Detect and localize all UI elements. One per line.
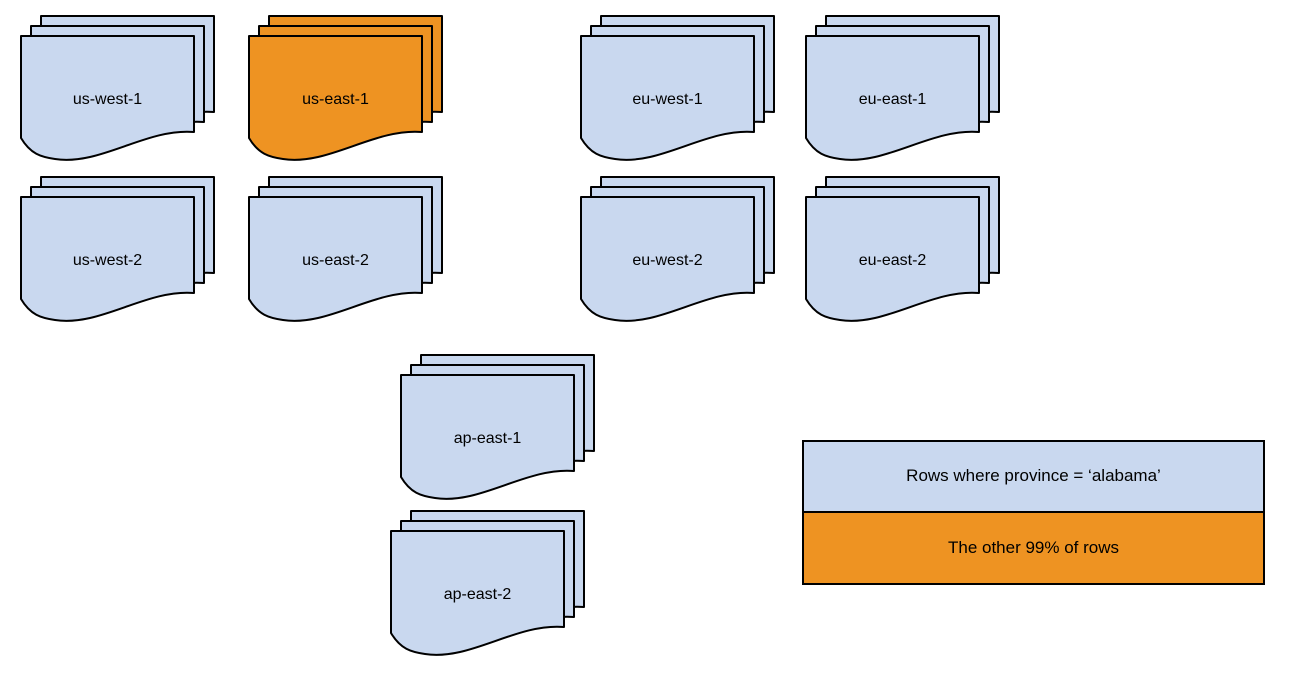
document-front-sheet [400,374,575,500]
document-stack-ap-east-2[interactable]: ap-east-2 [390,510,589,665]
legend-label-other: The other 99% of rows [947,537,1120,557]
document-front-sheet [390,530,565,656]
document-stack-us-east-2[interactable]: us-east-2 [248,176,447,331]
document-front-sheet [580,35,755,161]
document-stack-ap-east-1[interactable]: ap-east-1 [400,354,599,509]
document-stack-eu-east-1[interactable]: eu-east-1 [805,15,1004,170]
legend: Rows where province = ‘alabama’ The othe… [802,440,1265,585]
legend-row-other: The other 99% of rows [804,512,1263,583]
document-stack-us-west-1[interactable]: us-west-1 [20,15,219,170]
document-front-sheet [20,196,195,322]
legend-label-alabama: Rows where province = ‘alabama’ [906,466,1161,486]
document-stack-us-east-1[interactable]: us-east-1 [248,15,447,170]
legend-row-alabama: Rows where province = ‘alabama’ [804,442,1263,513]
document-front-sheet [580,196,755,322]
document-front-sheet [805,35,980,161]
document-front-sheet [248,196,423,322]
document-stack-us-west-2[interactable]: us-west-2 [20,176,219,331]
document-stack-eu-east-2[interactable]: eu-east-2 [805,176,1004,331]
document-front-sheet [805,196,980,322]
document-stack-eu-west-2[interactable]: eu-west-2 [580,176,779,331]
document-stack-eu-west-1[interactable]: eu-west-1 [580,15,779,170]
document-front-sheet [20,35,195,161]
document-front-sheet [248,35,423,161]
